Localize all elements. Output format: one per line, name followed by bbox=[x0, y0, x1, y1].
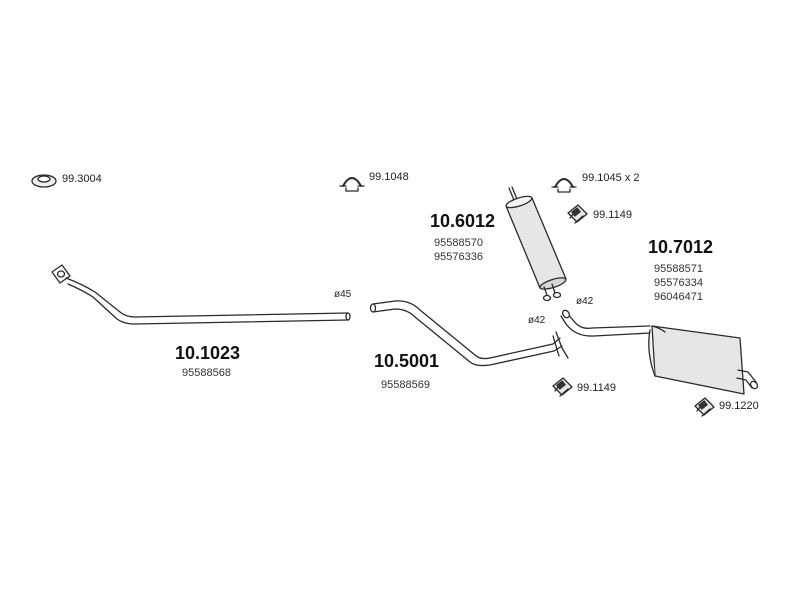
oem-number: 95576334 bbox=[654, 277, 703, 289]
rubber-mount-icon bbox=[694, 397, 715, 417]
oem-number: 95588568 bbox=[182, 367, 231, 379]
clamp-pair-code-label: 99.1045 x 2 bbox=[582, 172, 640, 184]
rubber-mount-code-label: 99.1220 bbox=[719, 400, 759, 412]
clamp-icon bbox=[339, 177, 365, 192]
rear-silencer-diameter: ø42 bbox=[576, 296, 594, 307]
oem-number: 95576336 bbox=[434, 251, 483, 263]
middle-pipe-diameter: ø42 bbox=[528, 315, 546, 326]
middle-pipe-oem-list: 95588569 bbox=[381, 378, 430, 392]
oem-number: 95588570 bbox=[434, 237, 483, 249]
center-silencer-part-number: 10.6012 bbox=[430, 211, 496, 231]
rubber-mount-code-label: 99.1149 bbox=[577, 382, 616, 394]
front-pipe-oem-list: 95588568 bbox=[182, 366, 231, 380]
front-pipe bbox=[51, 264, 351, 325]
rear-silencer-part-number: 10.7012 bbox=[648, 237, 714, 257]
center-silencer-oem-list: 95588570 95576336 bbox=[434, 236, 483, 264]
ring-gasket-icon bbox=[31, 174, 57, 188]
clamp-pair-icon bbox=[551, 178, 577, 193]
middle-pipe-part-number: 10.5001 bbox=[374, 351, 440, 371]
rear-silencer bbox=[560, 309, 759, 395]
rubber-mount-icon bbox=[552, 377, 573, 397]
front-pipe-diameter: ø45 bbox=[334, 289, 352, 300]
clamp-code-label: 99.1048 bbox=[369, 171, 409, 183]
middle-pipe bbox=[369, 300, 569, 367]
rubber-mount-code-label: 99.1149 bbox=[593, 209, 632, 221]
oem-number: 95588571 bbox=[654, 263, 703, 275]
oem-number: 95588569 bbox=[381, 379, 430, 391]
rear-silencer-oem-list: 95588571 95576334 96046471 bbox=[654, 262, 703, 304]
front-pipe-part-number: 10.1023 bbox=[175, 343, 241, 363]
gasket-code-label: 99.3004 bbox=[62, 173, 102, 185]
center-silencer bbox=[505, 186, 567, 302]
rubber-mount-icon bbox=[567, 204, 588, 224]
oem-number: 96046471 bbox=[654, 291, 703, 303]
